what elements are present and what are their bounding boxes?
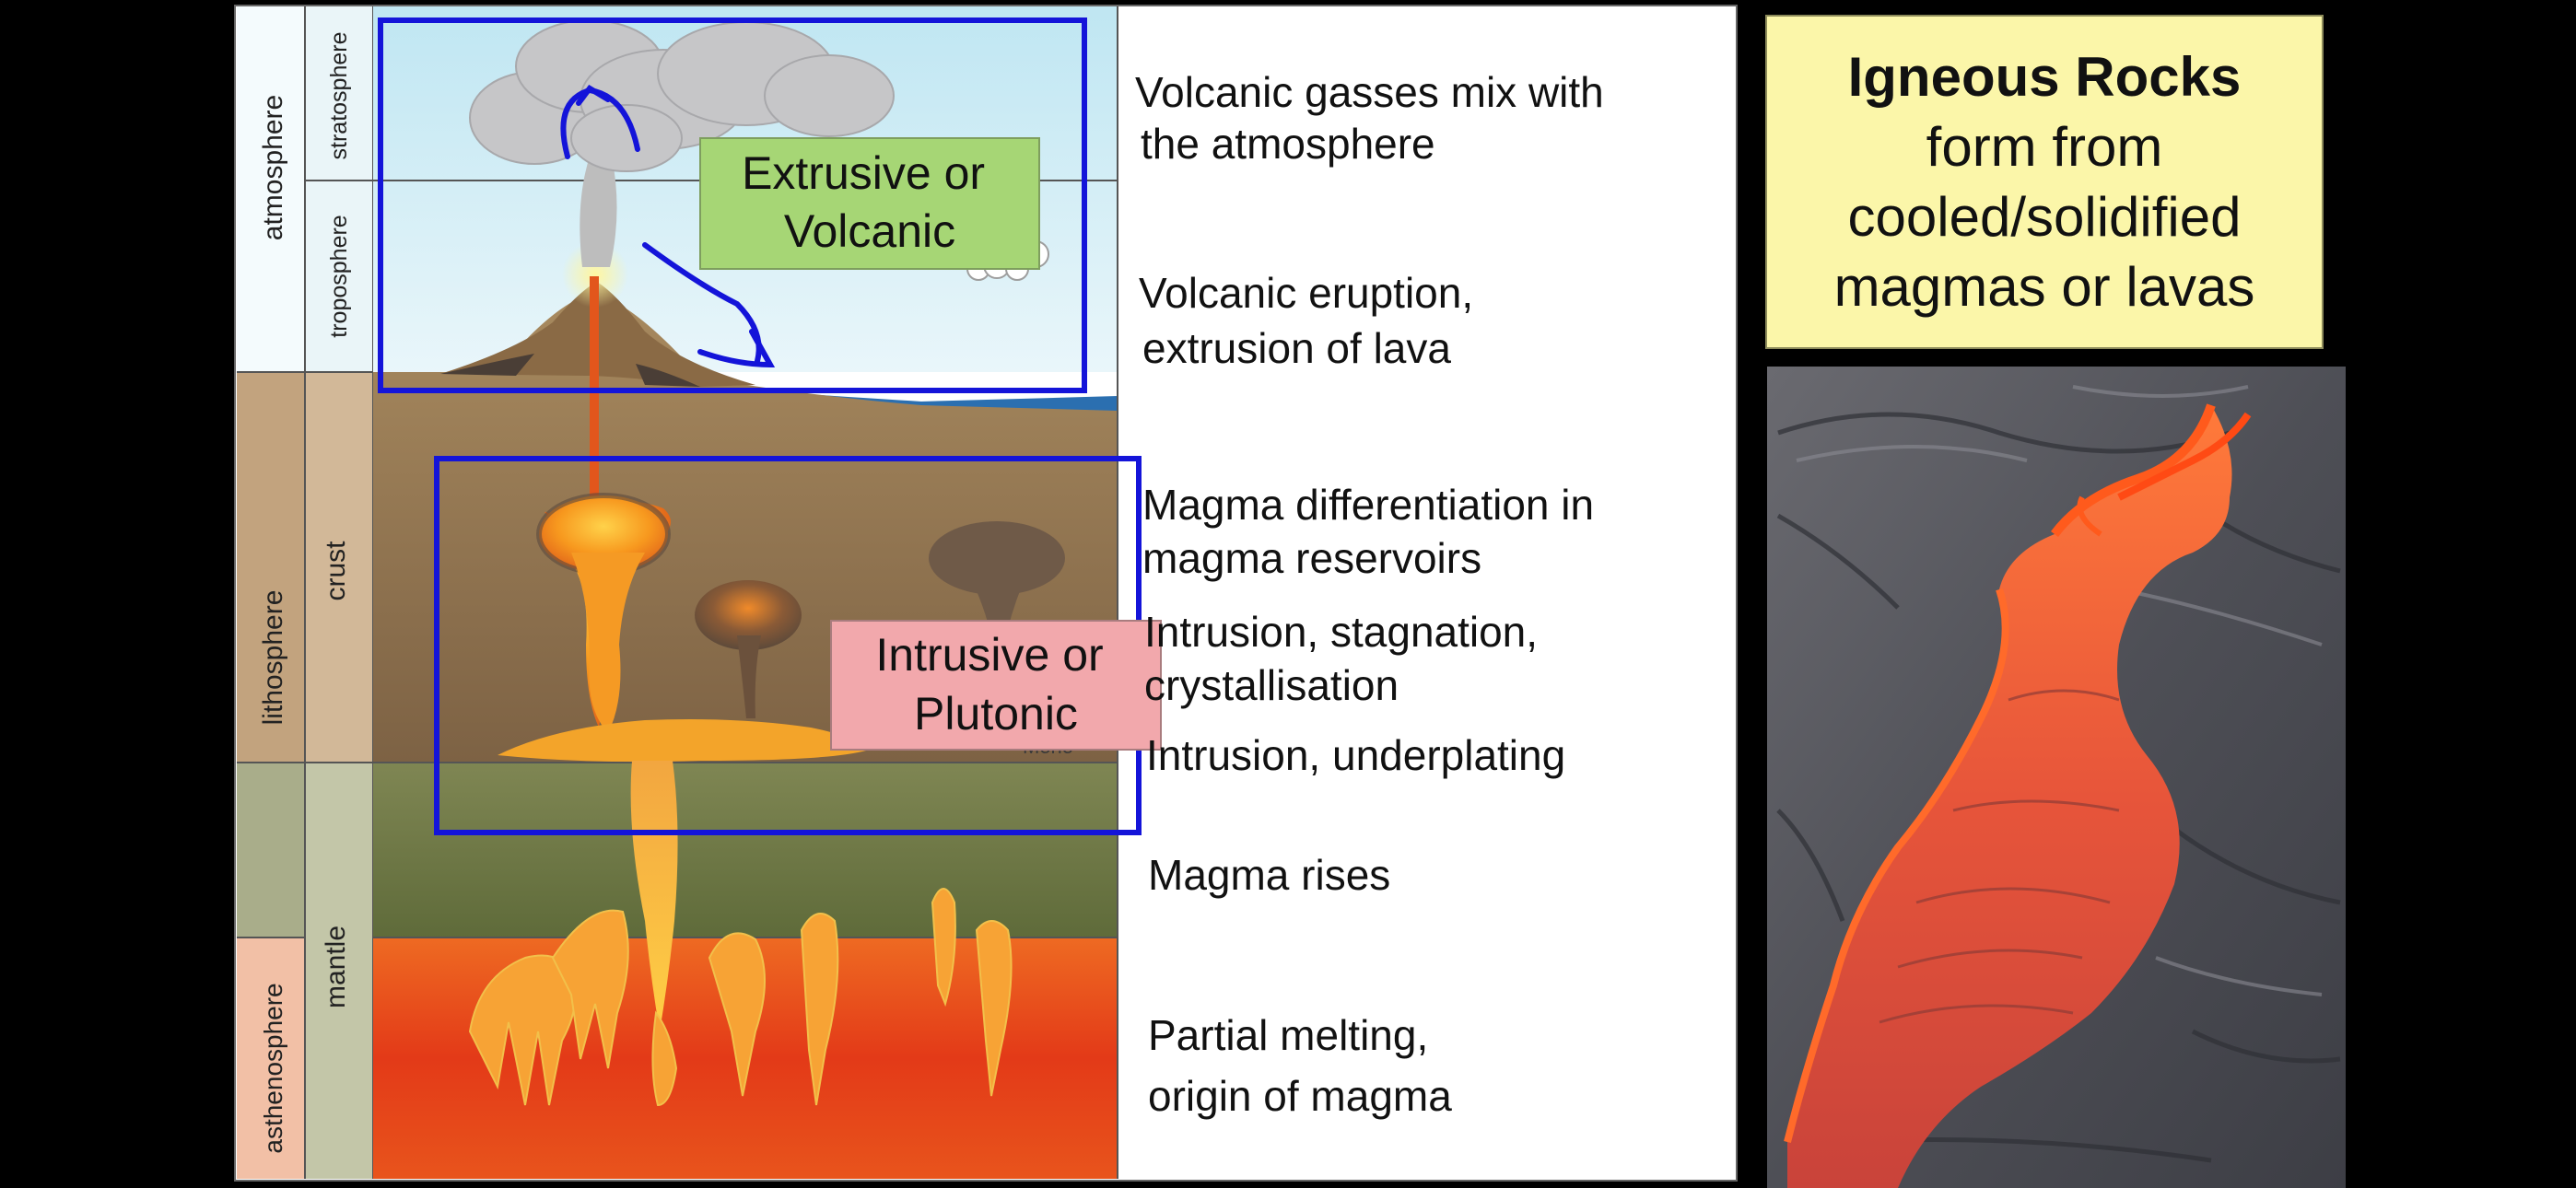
igneous-rocks-title-card: Igneous Rocks form from cooled/solidifie… — [1765, 15, 2324, 349]
extrusive-tag-line-1: Extrusive or — [742, 147, 985, 199]
lithosphere-label: lithosphere — [258, 590, 288, 726]
title-heading: Igneous Rocks — [1847, 45, 2242, 108]
mantle-label: mantle — [321, 926, 351, 1008]
stagnation-description: Intrusion, stagnation, crystallisation — [1144, 608, 1550, 709]
title-line-3: magmas or lavas — [1833, 255, 2255, 318]
crust-label: crust — [321, 541, 351, 601]
rises-description: Magma rises — [1148, 851, 1390, 899]
title-line-2: cooled/solidified — [1847, 185, 2242, 248]
extrusive-tag: Extrusive or Volcanic — [699, 137, 1040, 270]
stratosphere-label: stratosphere — [326, 32, 352, 160]
svg-text:Extrusive or Volcanic: Extrusive or Volcanic — [742, 147, 998, 257]
eruption-description: Volcanic eruption, extrusion of lava — [1139, 269, 1485, 372]
intrusive-tag: Intrusive or Plutonic — [830, 620, 1162, 751]
extrusive-region-box — [378, 17, 1087, 393]
process-descriptions: Volcanic gasses mix with the atmosphere … — [1135, 68, 1616, 1120]
troposphere-label: troposphere — [326, 215, 352, 337]
intrusive-tag-line-1: Intrusive or — [875, 629, 1103, 681]
asthenosphere-label: asthenosphere — [259, 983, 287, 1153]
intrusive-tag-line-2: Plutonic — [914, 688, 1078, 740]
atmosphere-label: atmosphere — [258, 95, 288, 240]
underplating-description: Intrusion, underplating — [1146, 731, 1565, 779]
extrusive-tag-line-2: Volcanic — [784, 205, 955, 257]
svg-text:Intrusive or Plutonic: Intrusive or Plutonic — [875, 629, 1116, 740]
gasses-description: Volcanic gasses mix with the atmosphere — [1135, 68, 1616, 168]
differentiation-description: Magma differentiation in magma reservoir… — [1142, 481, 1606, 582]
lava-flow-photo — [1767, 367, 2346, 1188]
melting-description: Partial melting, origin of magma — [1148, 1011, 1452, 1120]
title-line-1: form from — [1926, 115, 2163, 178]
